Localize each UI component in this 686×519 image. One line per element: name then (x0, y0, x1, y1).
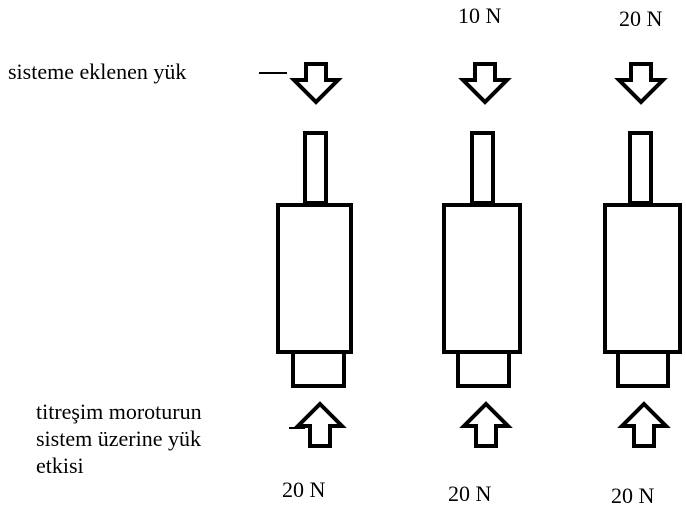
motor-base (291, 350, 346, 388)
unit-2-bottom-load: 20 N (448, 481, 492, 506)
cylinder-body (276, 203, 353, 354)
unit-2-top-load: 10 N (458, 3, 502, 28)
arrow-up-icon (617, 401, 671, 448)
added-load-label: sisteme eklenen yük (8, 59, 187, 84)
cylinder-body (442, 203, 522, 354)
arrow-down-icon (458, 62, 512, 105)
piston-rod (628, 131, 653, 205)
motor-base (616, 350, 670, 388)
motor-effect-label-line1: titreşim moroturun (36, 399, 202, 424)
motor-effect-label-line2: sistem üzerine yük (36, 426, 201, 451)
arrow-up-icon (459, 401, 513, 448)
unit-3 (603, 62, 682, 448)
unit-3-bottom-load: 20 N (611, 483, 655, 508)
unit-1-bottom-load: 20 N (282, 477, 326, 502)
piston-rod (470, 131, 495, 205)
motor-base (456, 350, 511, 388)
piston-rod (303, 131, 328, 205)
unit-3-top-load: 20 N (619, 6, 663, 31)
arrow-down-icon (614, 62, 668, 105)
arrow-down-icon (289, 62, 343, 105)
unit-2 (442, 62, 522, 448)
arrow-up-icon (293, 401, 347, 448)
cylinder-body (603, 203, 682, 354)
motor-effect-label-line3: etkisi (36, 453, 84, 478)
unit-1 (276, 62, 353, 448)
